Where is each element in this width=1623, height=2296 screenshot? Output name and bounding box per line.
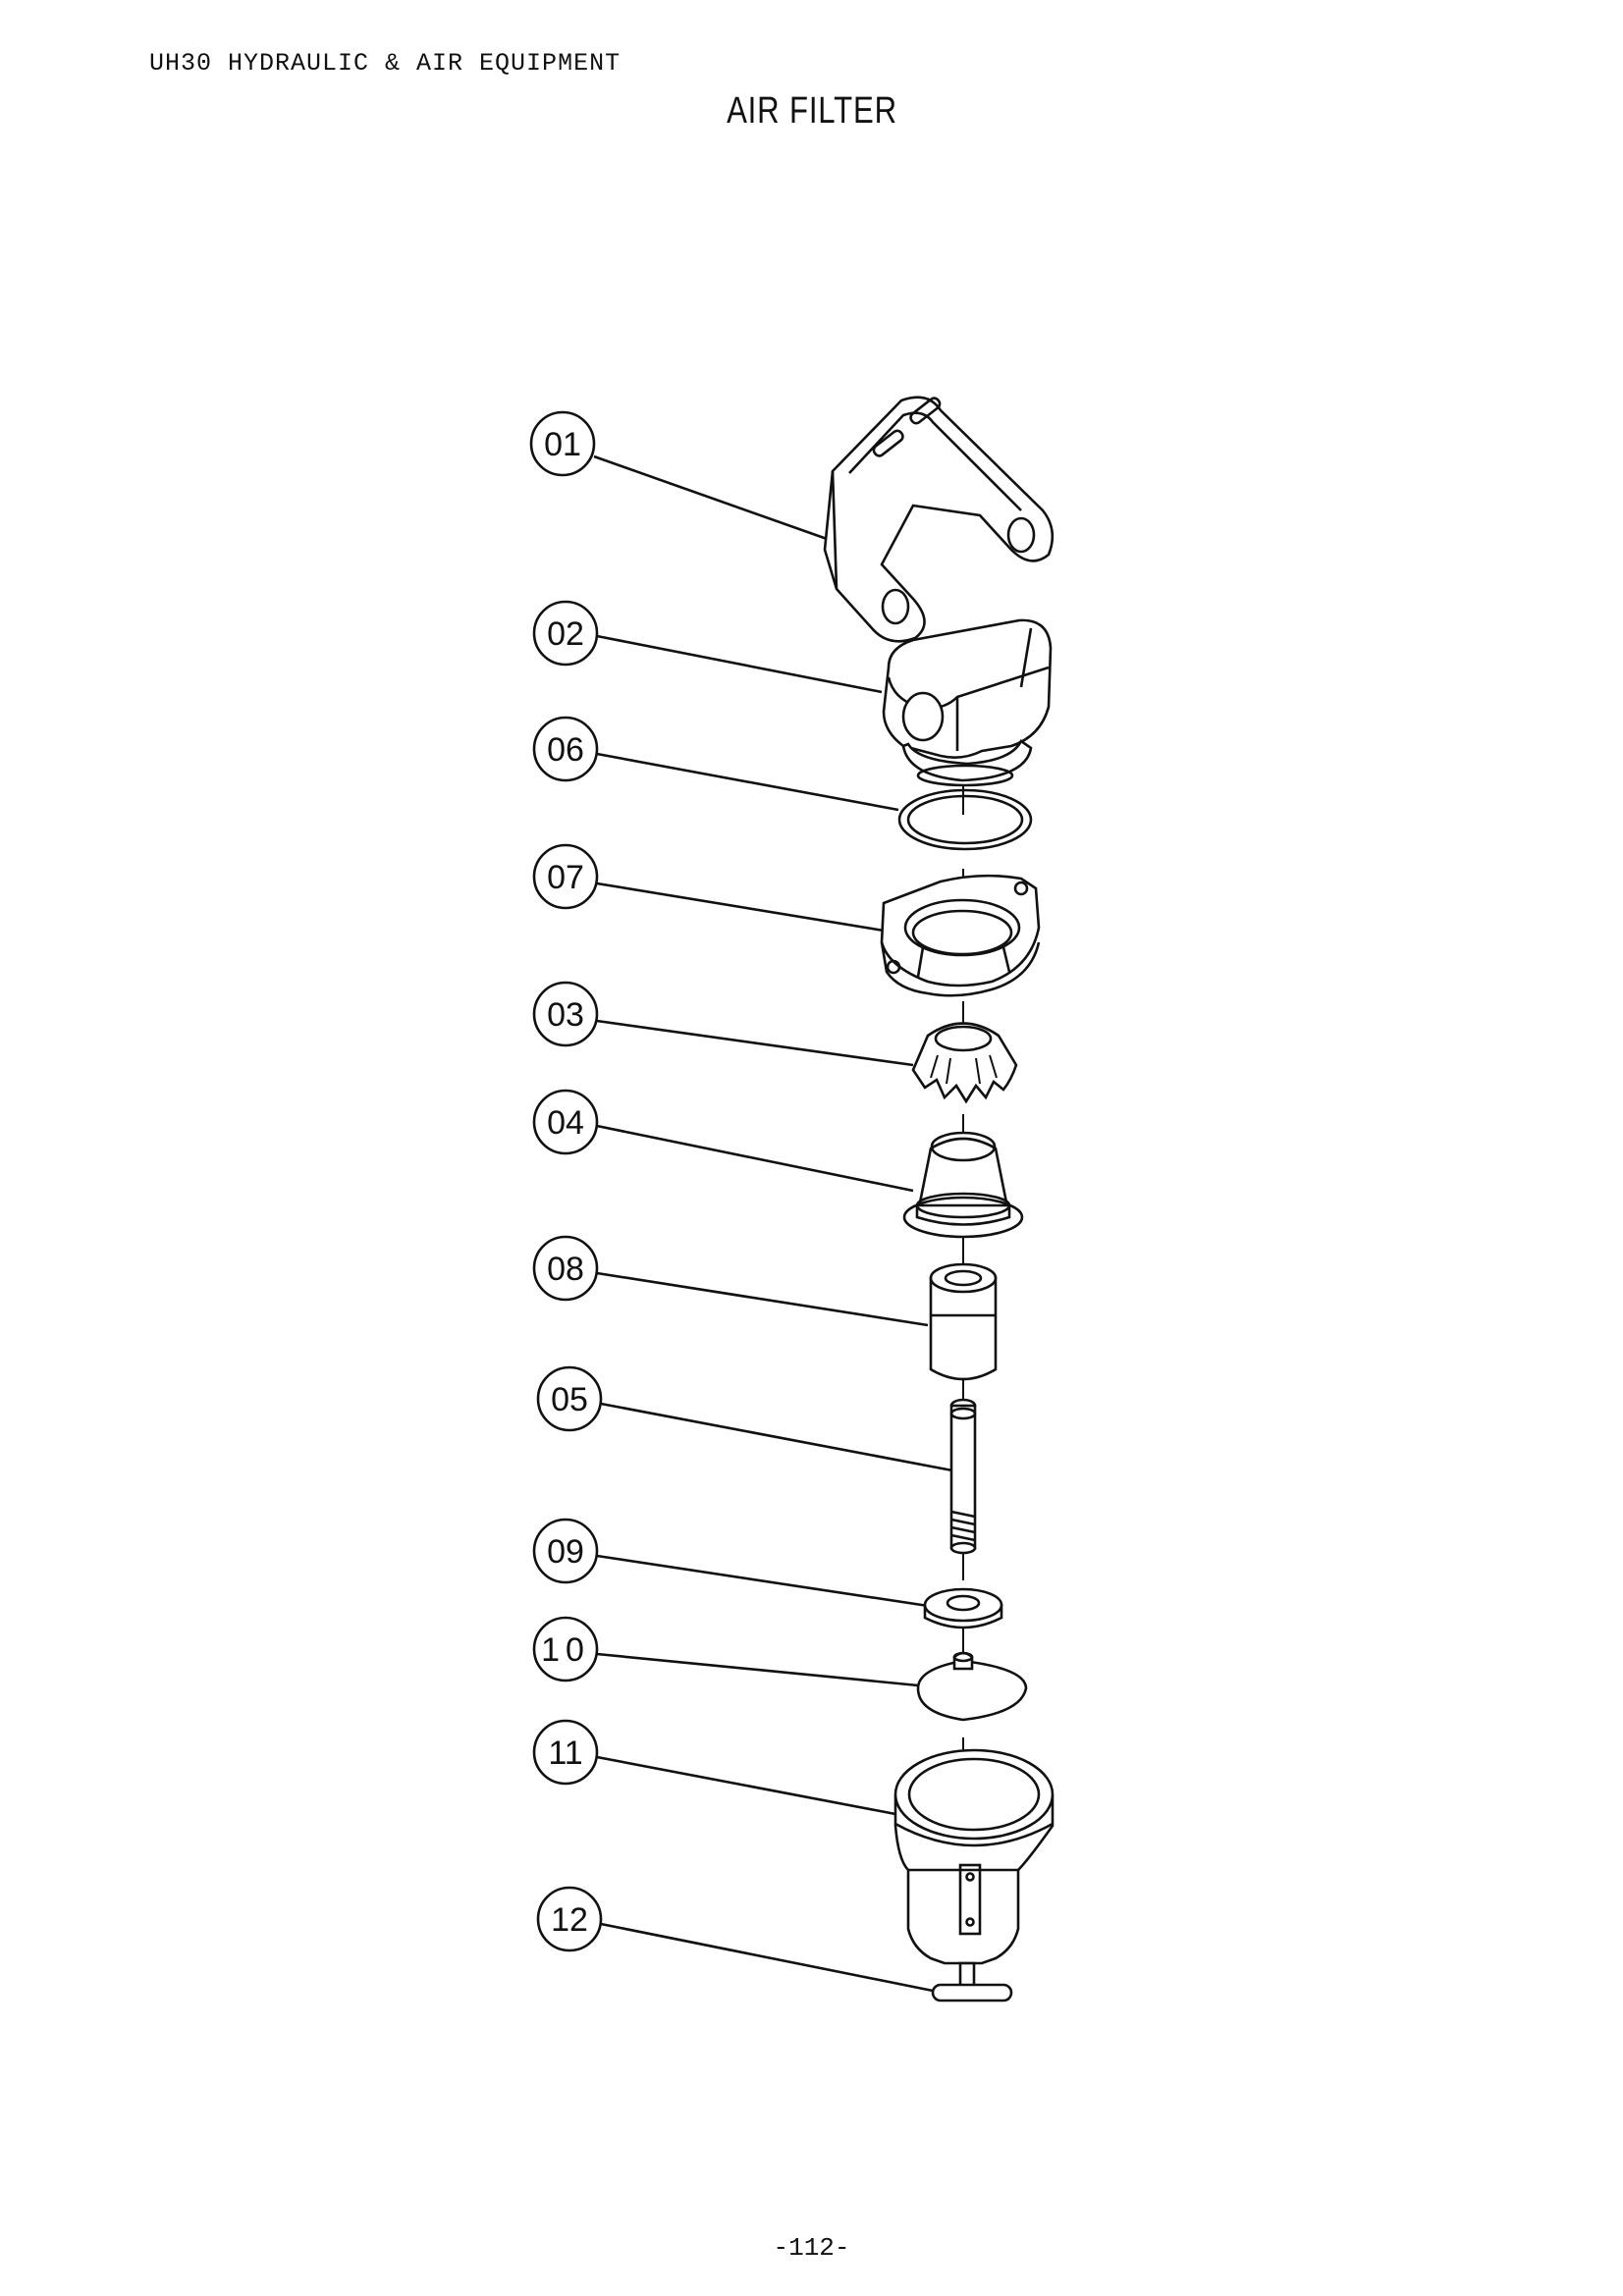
leader-lines — [593, 454, 953, 1993]
callout-label: 06 — [547, 731, 584, 769]
part-11-bowl — [893, 1748, 1055, 1965]
callout-label: 04 — [547, 1104, 584, 1142]
callout-03: 03 — [532, 981, 599, 1047]
part-05-stud — [949, 1398, 977, 1555]
callout-09: 09 — [532, 1518, 599, 1584]
callout-label: 09 — [547, 1533, 584, 1571]
callout-07: 07 — [532, 843, 599, 910]
callout-11: 11 — [532, 1719, 599, 1786]
page-number: -112- — [773, 2233, 850, 2263]
callout-label: 01 — [544, 426, 581, 463]
callout-label: 12 — [551, 1901, 588, 1939]
callout-10: 10 — [532, 1616, 599, 1682]
callout-01: 01 — [529, 410, 596, 477]
part-04-baffle — [902, 1131, 1024, 1239]
callout-label: 03 — [547, 996, 584, 1034]
callout-12: 12 — [536, 1886, 603, 1952]
callout-02: 02 — [532, 600, 599, 667]
part-01-bracket — [823, 396, 1055, 643]
part-09-washer — [923, 1587, 1003, 1629]
part-02-filter-head — [882, 618, 1053, 787]
callout-label: 02 — [547, 615, 584, 653]
callout-label: 11 — [548, 1735, 582, 1772]
page-title-text: AIR FILTER — [726, 90, 897, 132]
callout-label: 05 — [551, 1381, 588, 1418]
callout-label: 08 — [547, 1251, 584, 1288]
callout-label: 07 — [547, 859, 584, 896]
callout-08: 08 — [532, 1235, 599, 1302]
part-08-filter-element — [929, 1262, 998, 1381]
part-10-disc — [916, 1651, 1028, 1722]
callout-label: 10 — [541, 1631, 590, 1669]
callout-06: 06 — [532, 716, 599, 782]
page-title: AIR FILTER — [0, 90, 1623, 133]
callout-04: 04 — [532, 1089, 599, 1155]
document-header: UH30 HYDRAULIC & AIR EQUIPMENT — [149, 49, 622, 78]
callout-05: 05 — [536, 1365, 603, 1432]
part-06-o-ring — [897, 788, 1033, 851]
part-03-deflector — [911, 1022, 1018, 1104]
part-12-drain-cock — [931, 1961, 1013, 2002]
part-07-ring-nut — [880, 874, 1041, 997]
